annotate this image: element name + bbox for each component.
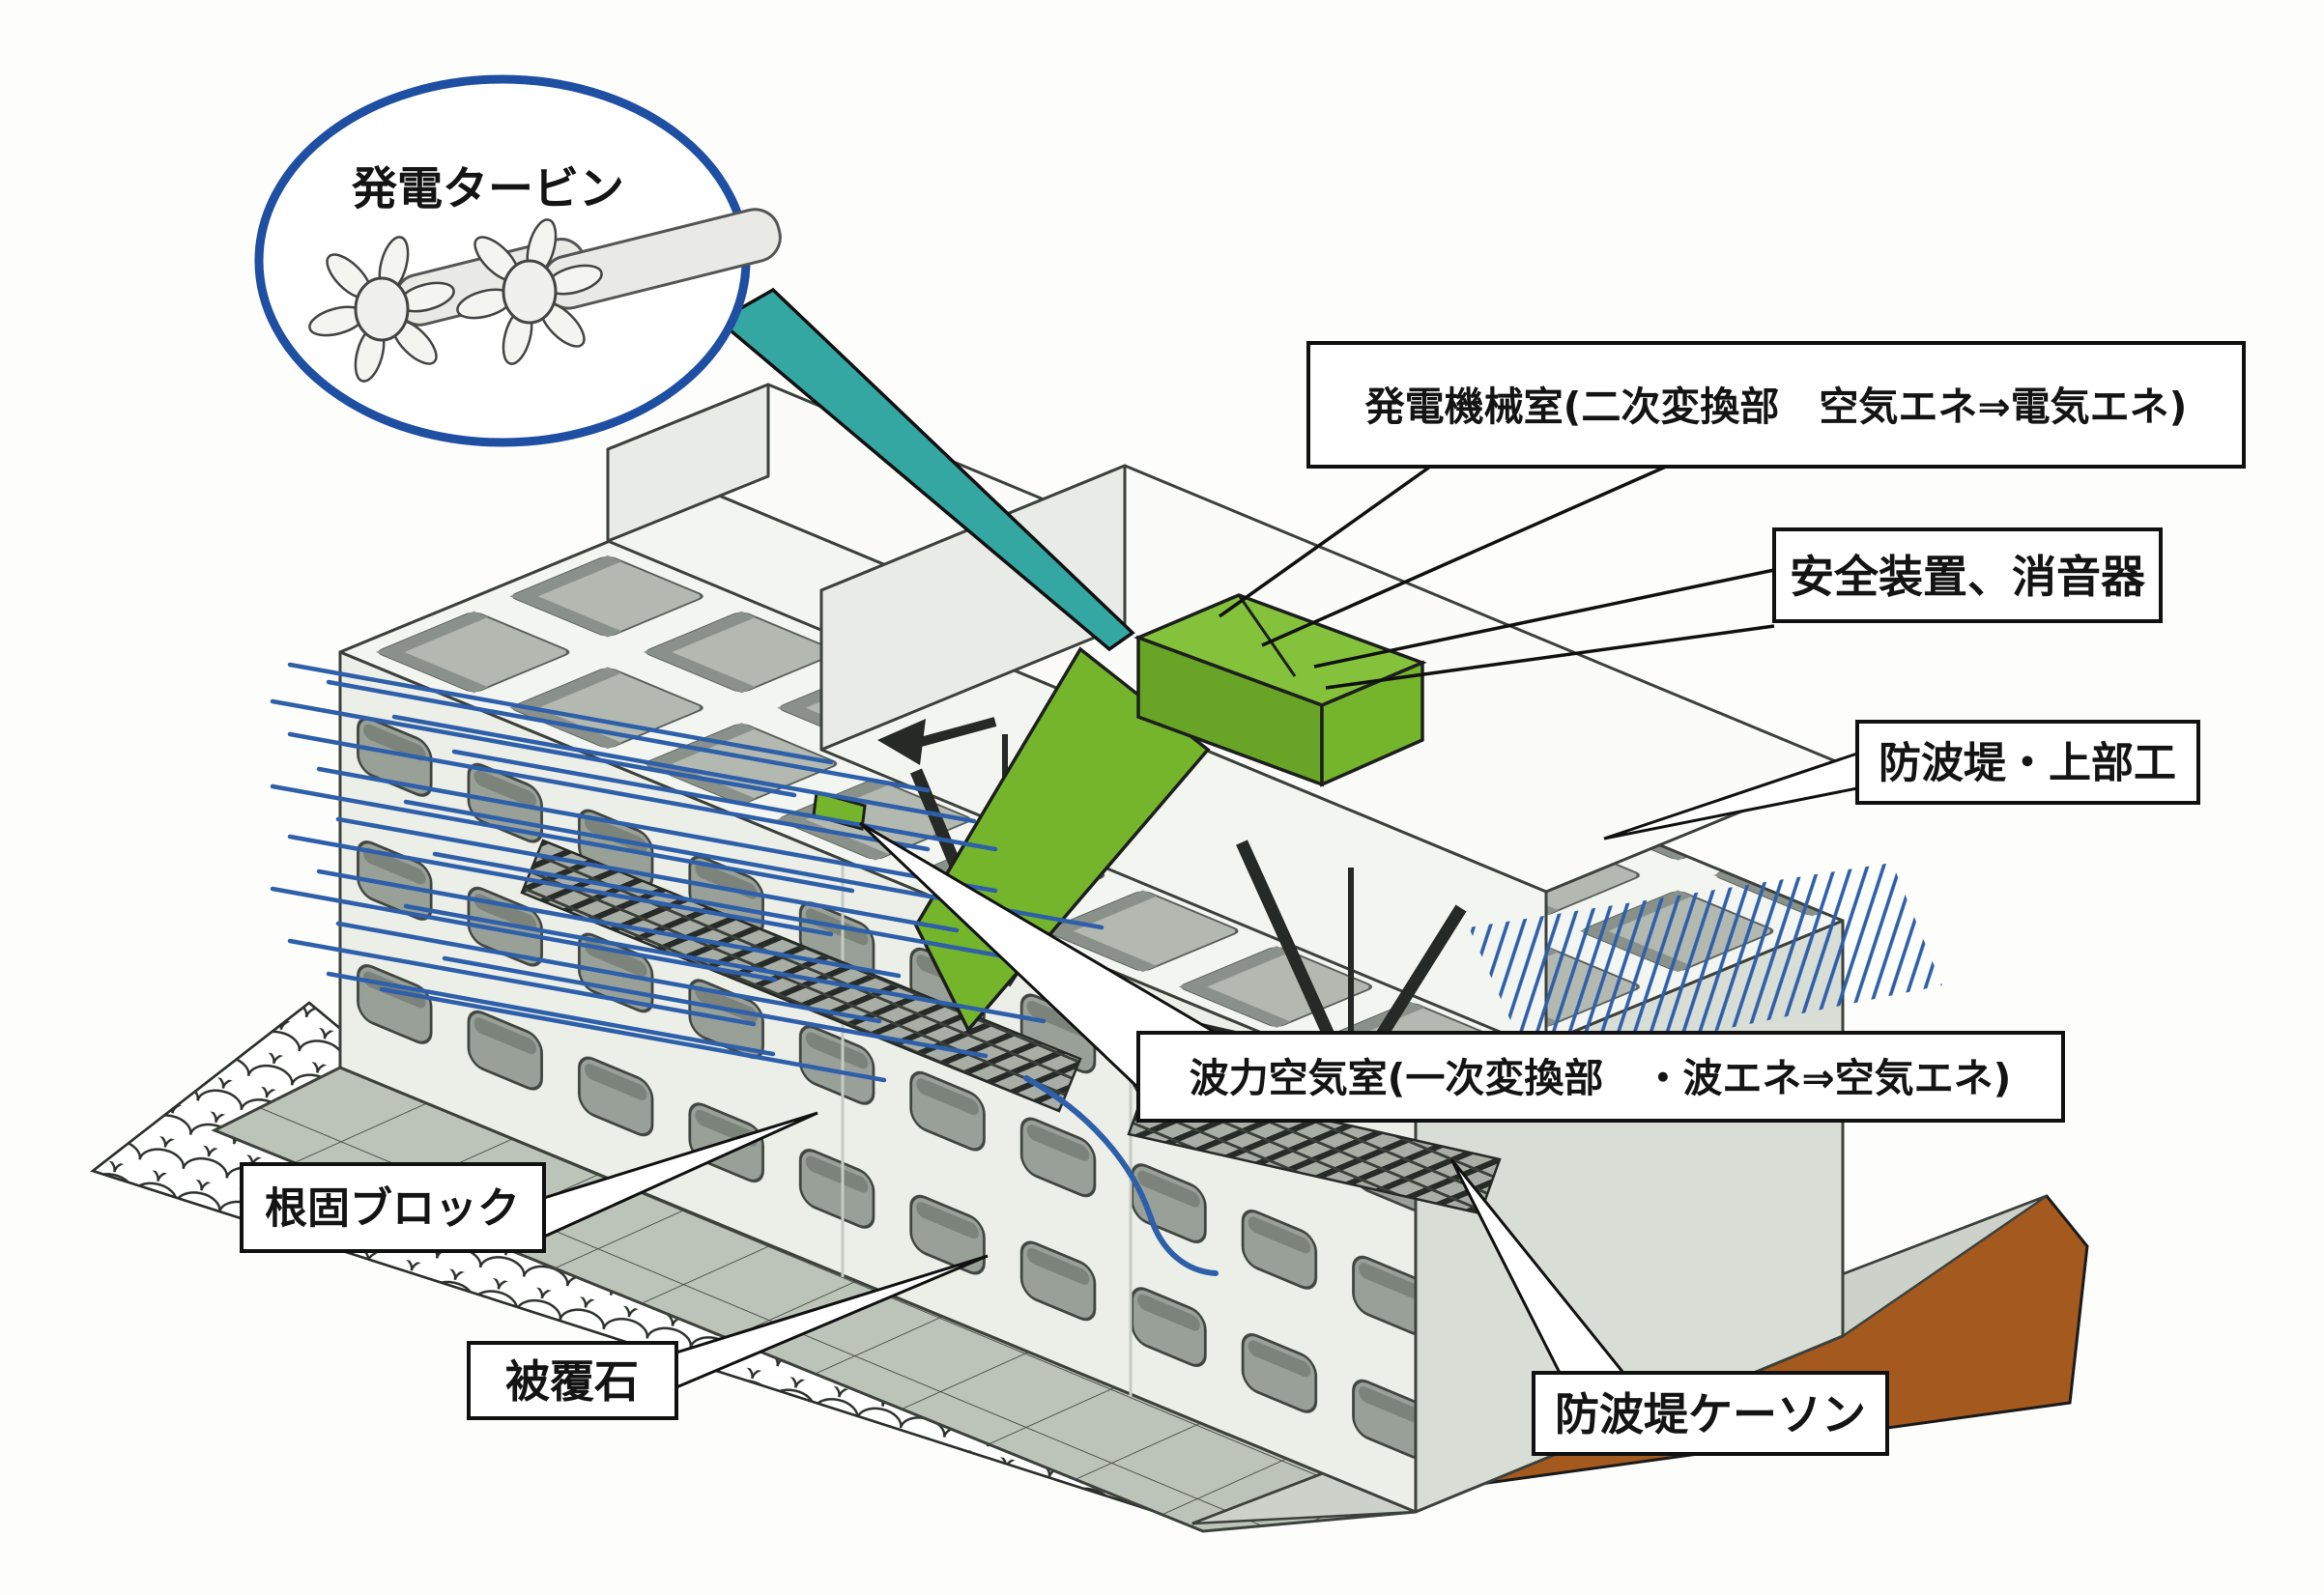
turbine-label: 発電タービン — [352, 163, 624, 216]
turbine-icon-2 — [456, 208, 782, 365]
machine-room-label: 発電機械室(二次変換部 空気エネ⇒電気エネ) — [1365, 384, 2188, 430]
crown-label: 防波堤・上部工 — [1879, 739, 2176, 788]
safety-device-label: 安全装置、消音器 — [1790, 551, 2146, 603]
callout-machine-room: 発電機械室(二次変換部 空気エネ⇒電気エネ) — [1306, 341, 2246, 469]
zoom-wedge — [715, 287, 1135, 652]
transmitted-wave-hatch — [1469, 863, 1942, 1068]
machine-room-end — [1320, 660, 1424, 787]
callout-armor-stone: 被覆石 — [467, 1341, 678, 1420]
callout-foot-block: 根固ブロック — [240, 1162, 546, 1253]
air-chamber-nozzle — [812, 790, 867, 831]
air-chamber-label: 波力空気室(一次変換部 ・波エネ⇒空気エネ) — [1190, 1055, 2012, 1101]
armor-stone-label: 被覆石 — [505, 1355, 639, 1408]
callout-safety-device: 安全装置、消音器 — [1772, 527, 2163, 623]
magnifier-ellipse: 発電タービン — [254, 74, 782, 447]
callout-pointers — [542, 465, 1859, 1390]
callout-crown: 防波堤・上部工 — [1855, 720, 2200, 805]
foot-block-label: 根固ブロック — [265, 1184, 520, 1234]
callout-caisson: 防波堤ケーソン — [1532, 1371, 1889, 1456]
caisson-label: 防波堤ケーソン — [1555, 1388, 1866, 1440]
callout-air-chamber: 波力空気室(一次変換部 ・波エネ⇒空気エネ) — [1136, 1031, 2065, 1123]
callout-label-boxes: 発電機械室(二次変換部 空気エネ⇒電気エネ) 安全装置、消音器 防波堤・上部工 … — [240, 341, 2246, 1456]
